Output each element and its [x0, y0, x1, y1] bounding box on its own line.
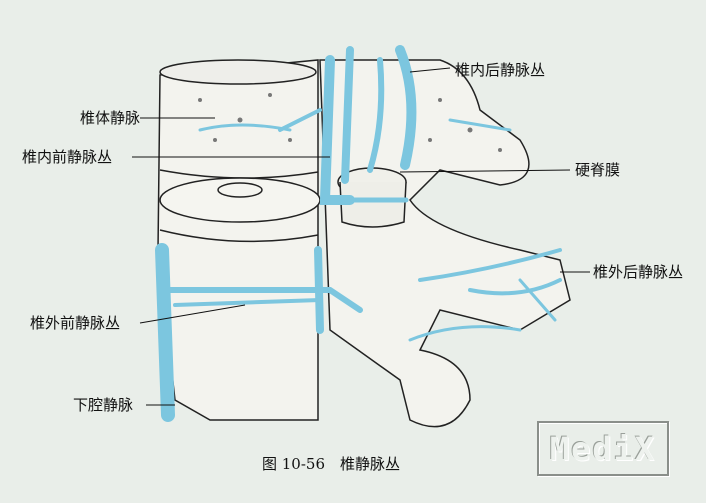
label-dura-mater: 硬脊膜: [575, 161, 621, 179]
vertebra-outline: [157, 59, 571, 428]
watermark-logo: MediX: [537, 421, 669, 476]
label-anterior-internal-plexus: 椎内前静脉丛: [22, 148, 113, 166]
leader-lines: [132, 67, 590, 406]
bone-texture: [198, 93, 502, 152]
veins: [155, 45, 562, 422]
figure-caption: 图 10-56 椎静脉丛: [262, 455, 401, 473]
label-inferior-vena-cava: 下腔静脉: [73, 396, 134, 414]
label-posterior-external-plexus: 椎外后静脉丛: [593, 263, 684, 281]
label-posterior-internal-plexus: 椎内后静脉丛: [455, 61, 546, 79]
label-basivertebral-vein: 椎体静脉: [80, 109, 141, 127]
label-anterior-external-plexus: 椎外前静脉丛: [30, 314, 121, 332]
